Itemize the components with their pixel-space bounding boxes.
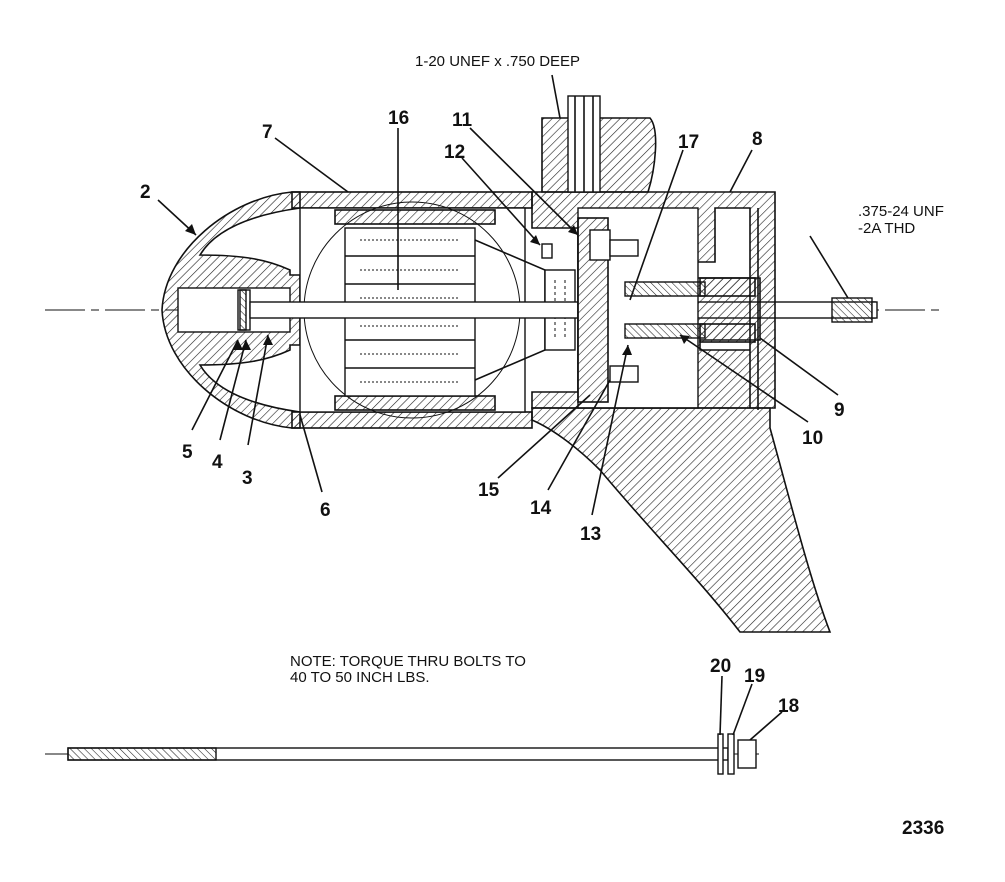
callout-4: 4 — [212, 452, 223, 473]
threaded-shaft-end — [831, 297, 873, 323]
callout-16: 16 — [388, 108, 409, 129]
end-cap — [531, 191, 776, 410]
figure-number: 2336 — [902, 818, 944, 839]
callout-5: 5 — [182, 442, 193, 463]
callout-10: 10 — [802, 428, 823, 449]
leader-lines — [157, 74, 849, 741]
callout-2: 2 — [140, 182, 151, 203]
callout-9: 9 — [834, 400, 845, 421]
callout-17: 17 — [678, 132, 699, 153]
thread-spec-right-2: -2A THD — [858, 220, 915, 237]
callout-11: 11 — [452, 110, 473, 131]
callout-12: 12 — [444, 142, 465, 163]
arrowheads — [185, 224, 690, 355]
thread-spec-top: 1-20 UNEF x .750 DEEP — [415, 53, 580, 70]
callout-6: 6 — [320, 500, 331, 521]
torque-note-1: NOTE: TORQUE THRU BOLTS TO — [290, 653, 526, 670]
thru-bolt — [45, 733, 760, 775]
callout-8: 8 — [752, 129, 763, 150]
callout-14: 14 — [530, 498, 552, 519]
callout-13: 13 — [580, 524, 601, 545]
callout-3: 3 — [242, 468, 253, 489]
thread-spec-right-1: .375-24 UNF — [858, 203, 944, 220]
top-boss — [541, 95, 657, 193]
callout-18: 18 — [778, 696, 799, 717]
torque-note-2: 40 TO 50 INCH LBS. — [290, 669, 430, 686]
skeg-fin — [531, 407, 832, 633]
callout-19: 19 — [744, 666, 765, 687]
callout-7: 7 — [262, 122, 273, 143]
small-screw — [541, 243, 553, 259]
callout-15: 15 — [478, 480, 500, 501]
callout-20: 20 — [710, 656, 731, 677]
shaft — [249, 301, 876, 319]
